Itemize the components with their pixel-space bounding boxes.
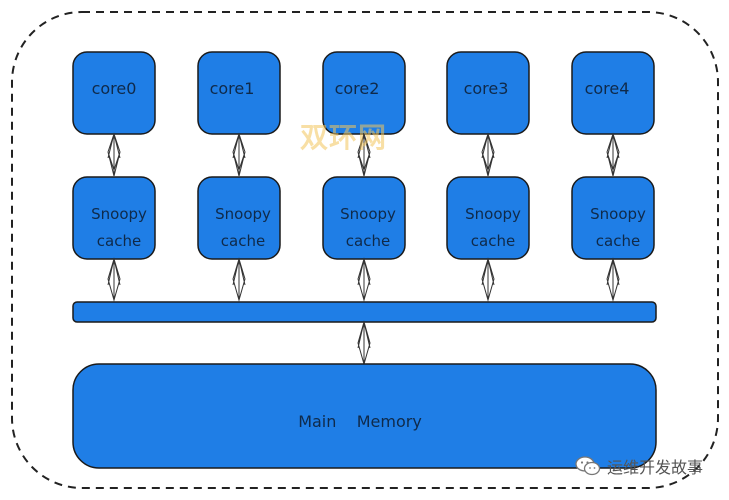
- cache-label-line1: Snoopy: [340, 205, 396, 223]
- double-arrow-icon: [606, 257, 620, 302]
- core-label: core4: [585, 79, 630, 98]
- wechat-icon: [575, 456, 601, 476]
- cache-label-line1: Snoopy: [590, 205, 646, 223]
- double-arrow-icon: [357, 132, 371, 177]
- cache-label-line2: cache: [346, 232, 390, 250]
- system-bus: [72, 301, 657, 323]
- cache-label-line2: cache: [97, 232, 141, 250]
- cache-bus-connectors: [107, 257, 620, 302]
- core-label: core1: [210, 79, 255, 98]
- double-arrow-icon: [232, 257, 246, 302]
- core-label: core0: [92, 79, 137, 98]
- double-arrow-icon: [357, 320, 371, 366]
- main-memory-box: [72, 363, 657, 469]
- double-arrow-icon: [481, 257, 495, 302]
- core-label: core3: [464, 79, 509, 98]
- cache-label-line2: cache: [471, 232, 515, 250]
- cache-label-line2: cache: [596, 232, 640, 250]
- double-arrow-icon: [107, 132, 121, 177]
- outer-dashed-border: [11, 11, 719, 489]
- double-arrow-icon: [606, 132, 620, 177]
- double-arrow-icon: [481, 132, 495, 177]
- core-column-1: core1 Snoopy cache: [197, 51, 281, 260]
- core-column-2: core2 Snoopy cache: [322, 51, 406, 260]
- double-arrow-icon: [357, 257, 371, 302]
- core-column-4: core4 Snoopy cache: [571, 51, 655, 260]
- cache-label-line1: Snoopy: [465, 205, 521, 223]
- core-cache-connectors: [107, 132, 620, 177]
- core-column-3: core3 Snoopy cache: [446, 51, 530, 260]
- cache-label-line1: Snoopy: [91, 205, 147, 223]
- cache-label-line1: Snoopy: [215, 205, 271, 223]
- double-arrow-icon: [107, 257, 121, 302]
- core-label: core2: [335, 79, 380, 98]
- cache-label-line2: cache: [221, 232, 265, 250]
- watermark: 双环网: [300, 121, 388, 154]
- core-column-0: core0 Snoopy cache: [72, 51, 156, 260]
- main-memory-label: Main Memory: [298, 412, 422, 431]
- double-arrow-icon: [232, 132, 246, 177]
- source-credit: 运维开发故事: [575, 454, 703, 478]
- source-label: 运维开发故事: [606, 458, 703, 477]
